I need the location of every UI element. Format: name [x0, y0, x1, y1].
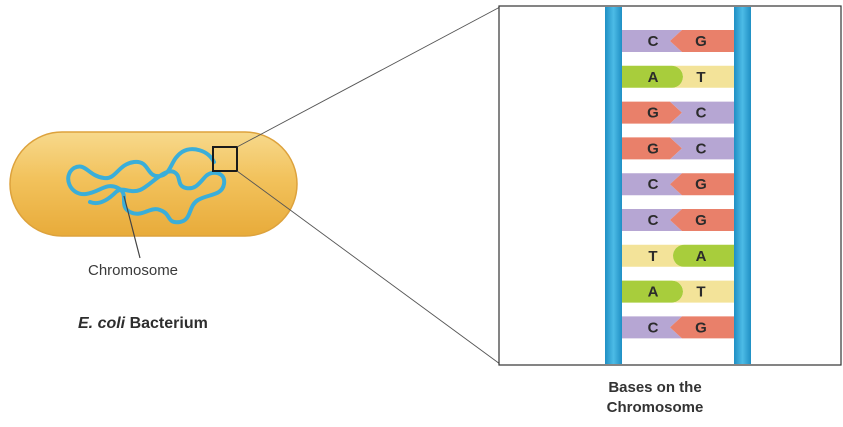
base-left	[622, 209, 682, 231]
base-left	[622, 137, 682, 160]
bacterium-word: Bacterium	[129, 315, 208, 332]
base-right	[670, 30, 734, 52]
base-left	[622, 244, 684, 267]
base-left	[622, 65, 683, 88]
base-left-letter: A	[648, 284, 659, 301]
bases-caption: Bases on the Chromosome	[560, 378, 750, 418]
base-right-letter: T	[696, 69, 705, 86]
base-left	[622, 173, 682, 196]
chromosome-label: Chromosome	[88, 262, 179, 279]
base-left-letter: T	[648, 248, 657, 265]
base-right-letter: T	[696, 284, 705, 301]
zoom-box	[212, 146, 238, 172]
bacterium-caption: E. coli Bacterium	[78, 315, 208, 333]
base-left	[622, 280, 683, 303]
base-right	[670, 173, 734, 196]
base-right	[672, 65, 734, 88]
chromosome-leader-line	[123, 195, 141, 259]
base-right-letter: G	[695, 319, 707, 336]
base-left-letter: C	[648, 212, 659, 229]
zoom-line-bottom	[236, 170, 501, 365]
dna-backbone-left	[605, 7, 622, 364]
base-left-letter: A	[648, 69, 659, 86]
base-left-letter: C	[648, 176, 659, 193]
base-right	[670, 316, 734, 339]
bacterium-body	[9, 131, 298, 237]
base-right-letter: A	[696, 248, 707, 265]
base-right-letter: G	[695, 176, 707, 193]
base-right-letter: G	[695, 33, 707, 50]
base-left-letter: C	[648, 319, 659, 336]
bacterium-species: E. coli	[78, 315, 126, 332]
base-right	[670, 209, 734, 231]
base-left-letter: C	[648, 33, 659, 50]
base-left-letter: G	[647, 140, 659, 157]
base-left	[622, 101, 682, 124]
base-right-letter: C	[696, 105, 707, 122]
bases-caption-line2: Chromosome	[606, 399, 704, 416]
zoom-line-top	[236, 6, 501, 148]
base-right	[670, 101, 734, 124]
dna-backbone-right	[734, 7, 751, 364]
base-right-letter: C	[696, 140, 707, 157]
base-right	[673, 244, 734, 267]
base-right	[670, 137, 734, 160]
base-left-letter: G	[647, 105, 659, 122]
base-left	[622, 30, 682, 52]
chromosome-strand	[66, 147, 227, 225]
base-right-letter: G	[695, 212, 707, 229]
bases-caption-line1: Bases on the	[608, 379, 702, 396]
base-left	[622, 316, 682, 339]
base-right	[672, 280, 734, 303]
